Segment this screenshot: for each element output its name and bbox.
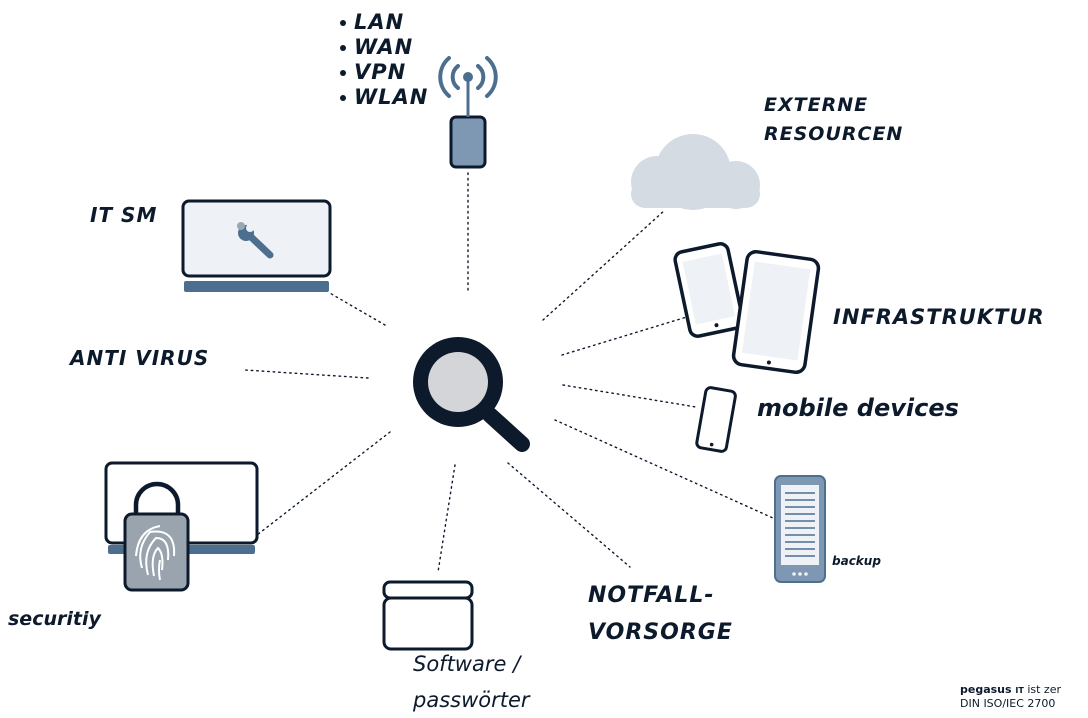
connector-security — [256, 431, 391, 536]
certification-note: pegasus IT ist zer DIN ISO/IEC 2700 — [960, 683, 1061, 710]
label-antivirus: ANTI VIRUS — [70, 346, 210, 370]
label-itsm: IT SM — [90, 203, 158, 227]
network-list: LAN WAN VPN WLAN — [340, 10, 428, 110]
tablet-icon — [731, 249, 821, 375]
connector-backup — [554, 419, 774, 519]
monitor-wrench-icon — [181, 199, 332, 292]
wifi-router-icon — [438, 56, 498, 169]
connector-cloud — [542, 209, 666, 321]
fingerprint-laptop-icon — [104, 461, 259, 592]
connector-software — [437, 464, 456, 573]
brand-name: pegasus — [960, 683, 1012, 696]
wrench-icon — [237, 222, 274, 259]
label-passwoerter: passwörter — [413, 688, 530, 712]
connector-mobile — [562, 384, 697, 408]
label-vorsorge: VORSORGE — [588, 620, 733, 645]
label-mobile-devices: mobile devices — [757, 394, 959, 422]
fingerprint-icon — [135, 525, 176, 581]
connector-itsm — [327, 291, 386, 326]
certification-brand: pegasus IT — [960, 683, 1024, 696]
label-notfall: NOTFALL- — [588, 583, 715, 608]
label-externe: EXTERNE — [764, 94, 869, 116]
label-software: Software / — [413, 652, 521, 676]
certification-standard: DIN ISO/IEC 2700 — [960, 697, 1056, 710]
network-item-vpn: VPN — [340, 60, 428, 85]
network-item-wan: WAN — [340, 35, 428, 60]
label-infrastruktur: INFRASTRUKTUR — [833, 305, 1045, 329]
connector-infrastruktur — [561, 315, 691, 356]
magnifier-icon — [413, 337, 530, 452]
certification-line-1: pegasus IT ist zer — [960, 683, 1061, 697]
network-item-lan: LAN — [340, 10, 428, 35]
cloud-icon — [631, 134, 760, 210]
connector-notfall — [507, 462, 631, 568]
dotted-connectors — [244, 169, 774, 573]
connector-antivirus — [244, 369, 369, 379]
backup-device-icon — [774, 475, 826, 583]
certification-text: ist zer — [1023, 683, 1062, 696]
brand-suffix: IT — [1015, 686, 1024, 695]
smartphone-icon — [673, 242, 745, 338]
network-item-wlan: WLAN — [340, 85, 428, 110]
label-resourcen: RESOURCEN — [764, 123, 904, 145]
label-security: securitiy — [8, 608, 101, 630]
software-box-icon — [382, 580, 474, 651]
mobile-device-icon — [695, 386, 737, 453]
label-backup: backup — [832, 554, 881, 568]
